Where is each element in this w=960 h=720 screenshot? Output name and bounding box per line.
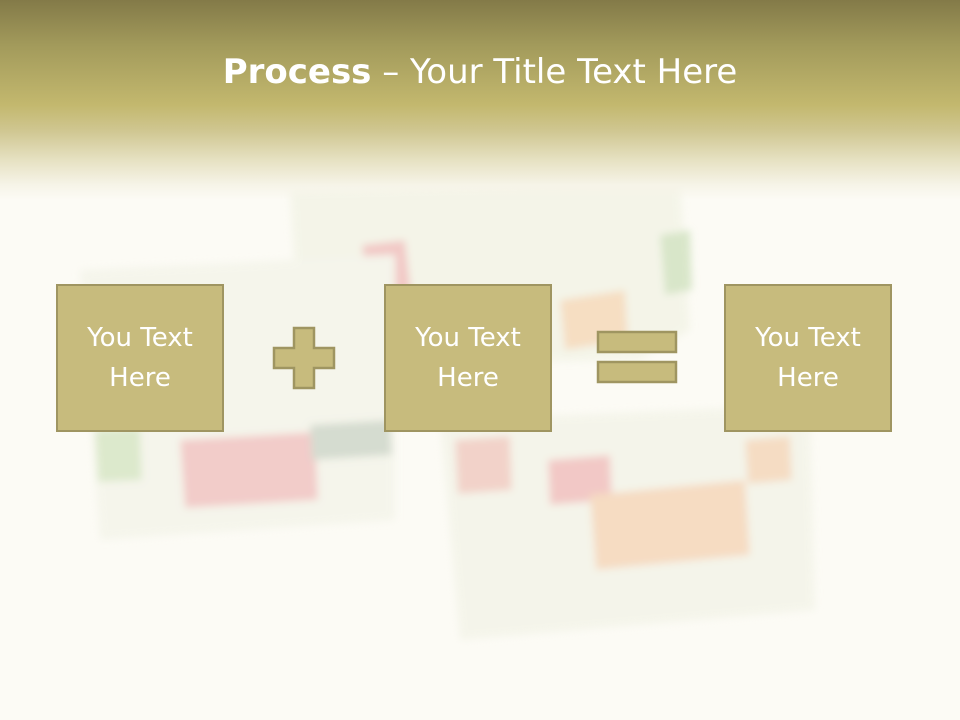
title-rest: – Your Title Text Here [371, 52, 738, 92]
equals-icon [596, 330, 678, 384]
title-bold: Process [222, 52, 372, 92]
process-box-2[interactable]: You Text Here [384, 284, 552, 432]
process-box-3[interactable]: You Text Here [724, 284, 892, 432]
slide-title: Process – Your Title Text Here [0, 52, 960, 92]
process-box-1-label: You Text Here [87, 323, 193, 393]
header-band [0, 0, 960, 200]
process-box-1[interactable]: You Text Here [56, 284, 224, 432]
process-box-3-label: You Text Here [755, 323, 861, 393]
plus-icon [272, 326, 336, 390]
process-box-2-label: You Text Here [415, 323, 521, 393]
